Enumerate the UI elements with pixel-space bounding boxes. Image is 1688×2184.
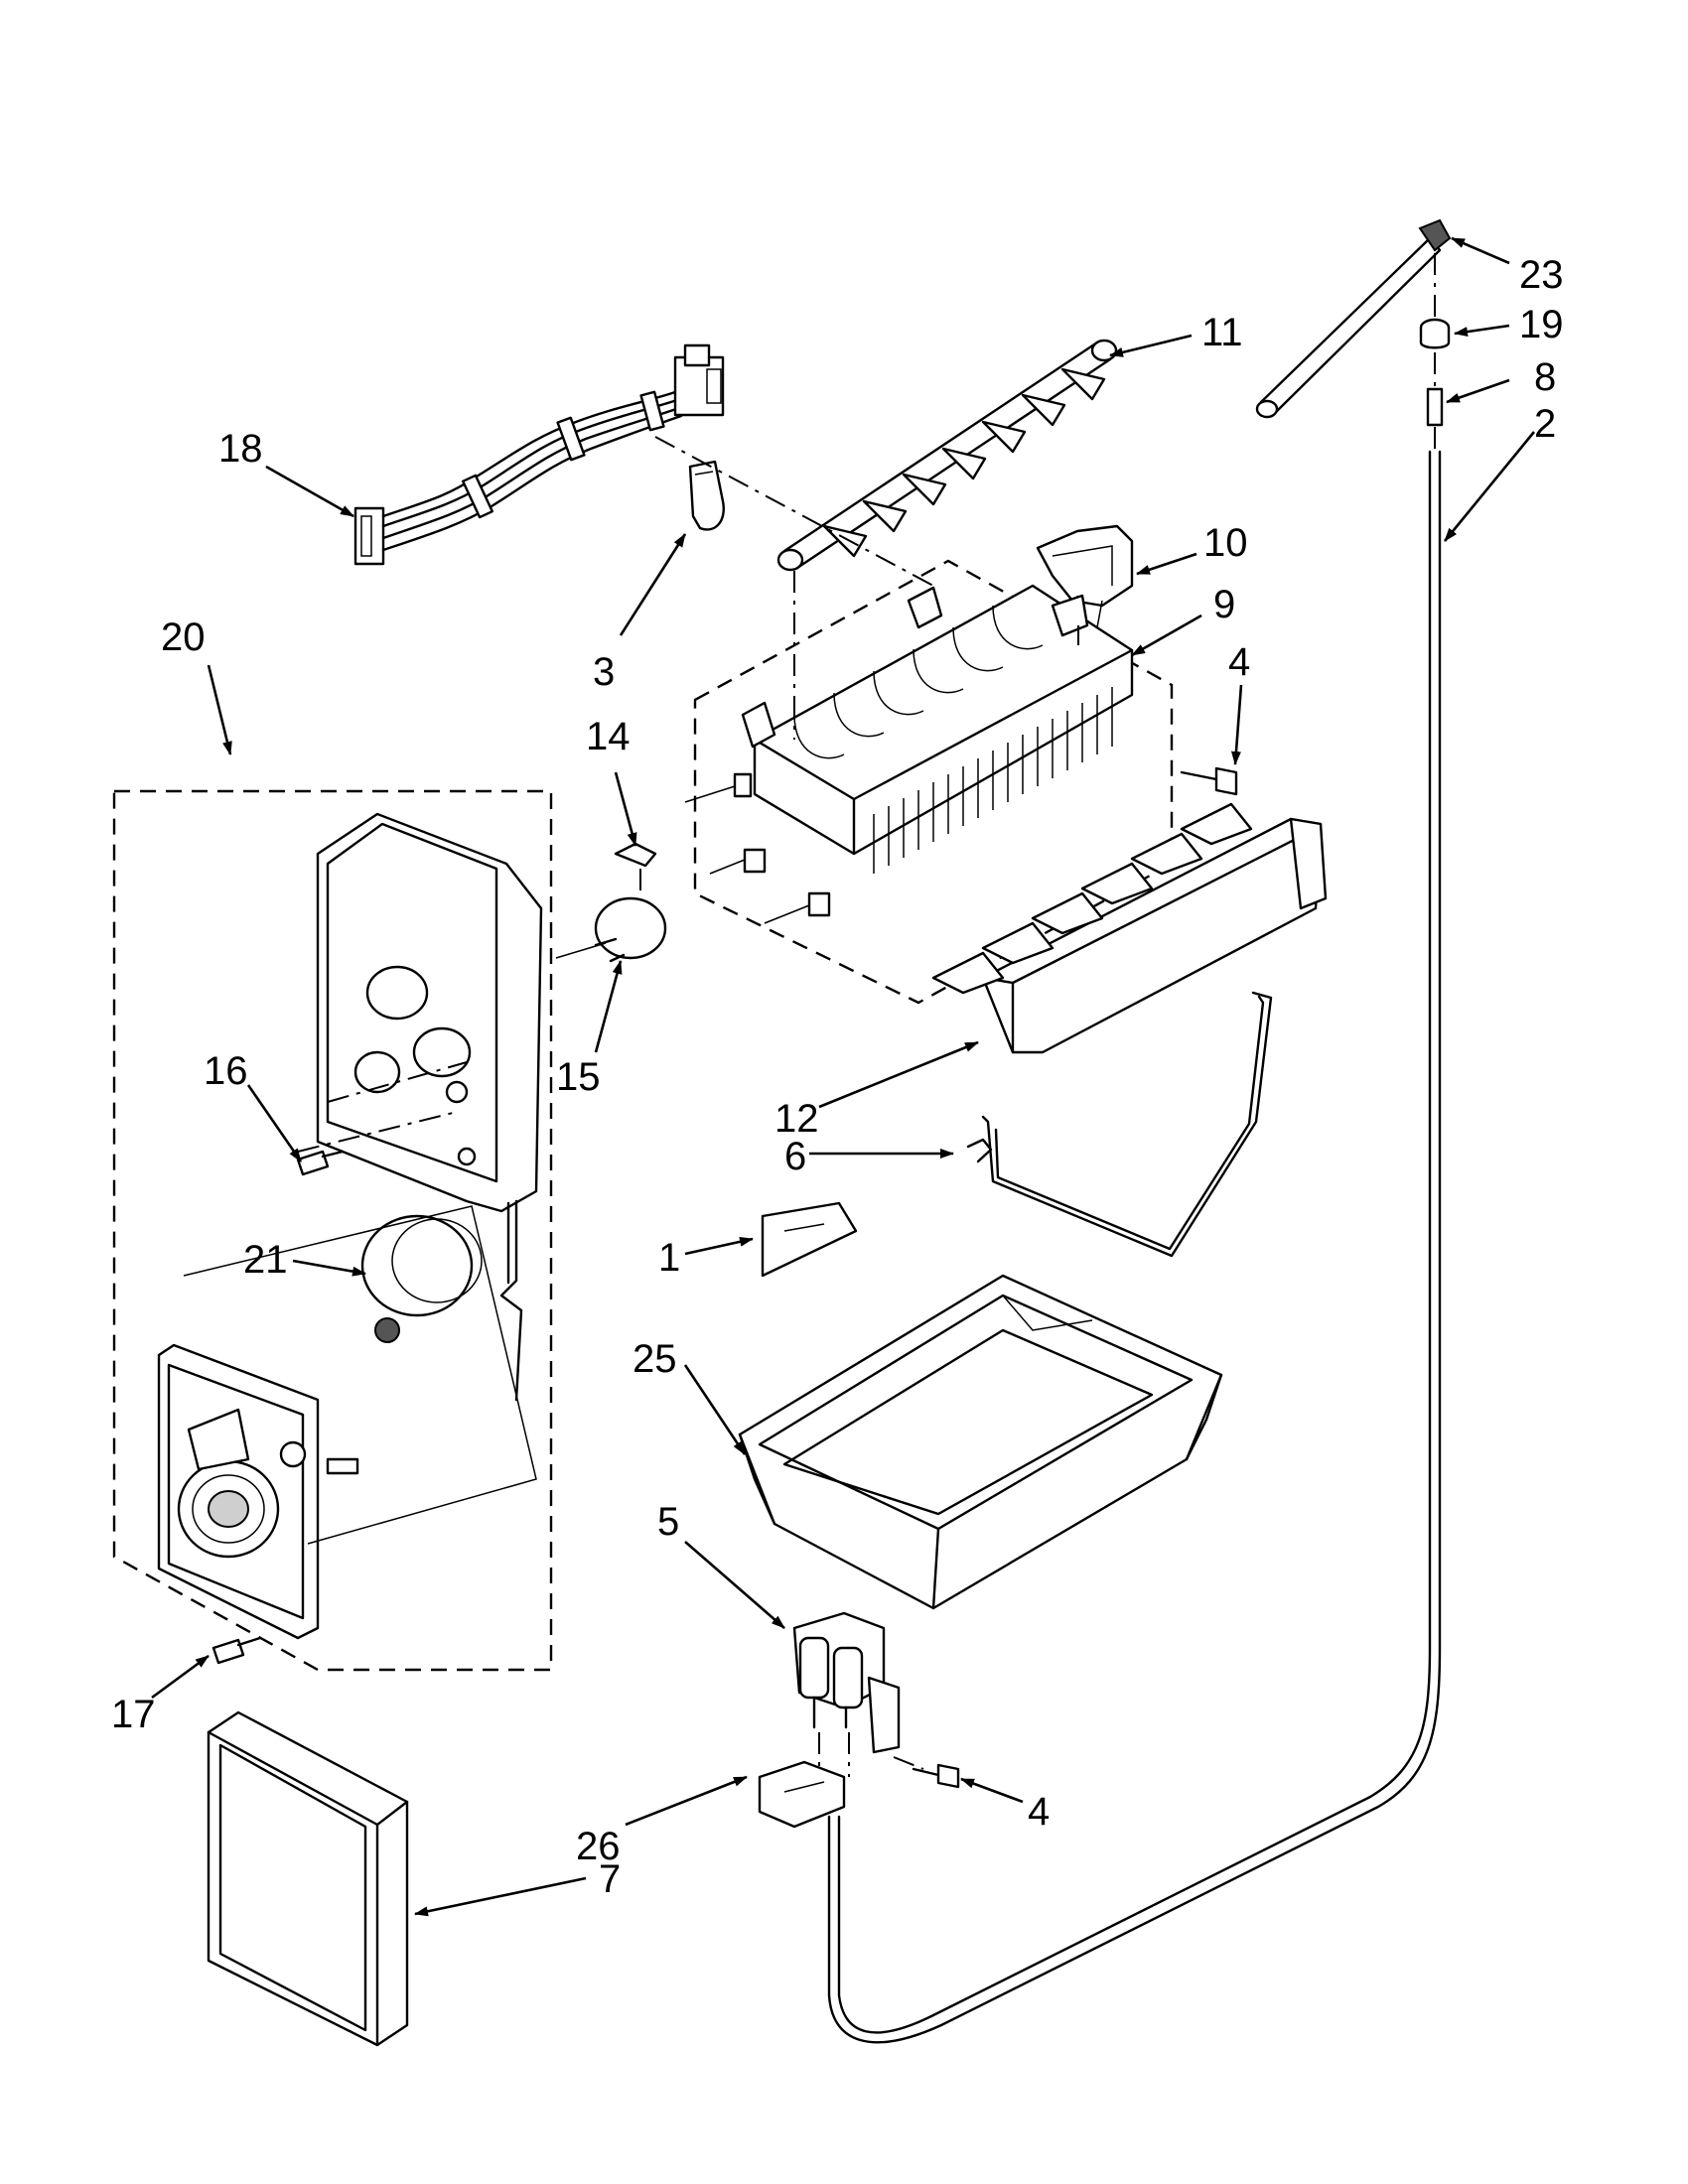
callout-21: 21	[243, 1238, 288, 1282]
callout-4-upper: 4	[1228, 640, 1250, 684]
callout-14: 14	[586, 715, 631, 758]
callout-6: 6	[784, 1135, 806, 1178]
water-valve-part	[792, 1611, 901, 1754]
bracket-part	[761, 1201, 858, 1278]
ejector-shaft-part	[776, 339, 1118, 572]
cover-panel-part	[207, 1710, 409, 2047]
callout-19: 19	[1519, 303, 1564, 346]
ice-stripper-part	[931, 802, 1328, 1054]
callout-20: 20	[161, 615, 206, 659]
wire-harness-part	[353, 343, 725, 566]
ice-bucket-part	[738, 1274, 1223, 1610]
callout-11: 11	[1201, 311, 1243, 354]
callout-1: 1	[658, 1236, 680, 1280]
callout-23: 23	[1519, 253, 1564, 297]
screw-part-upper	[1180, 766, 1238, 796]
callout-15: 15	[556, 1055, 601, 1099]
control-assembly	[112, 789, 667, 1672]
screw-part-16	[296, 1150, 345, 1176]
tube-insert-part	[1426, 387, 1444, 427]
screw-part-17	[211, 1636, 262, 1665]
callout-9: 9	[1213, 583, 1235, 626]
callout-2: 2	[1534, 402, 1556, 446]
grommet-part	[1419, 318, 1451, 349]
valve-bracket-part	[758, 1760, 846, 1829]
callout-arrows	[151, 236, 1536, 1917]
retainer-clip-part	[688, 460, 725, 531]
callout-17: 17	[111, 1693, 156, 1736]
callout-8: 8	[1534, 355, 1556, 399]
callout-4-lower: 4	[1028, 1790, 1050, 1834]
fill-tube-part	[1255, 218, 1452, 419]
callout-7: 7	[599, 1857, 621, 1901]
shutoff-arm-part	[966, 991, 1273, 1258]
callout-25: 25	[633, 1337, 677, 1381]
callout-18: 18	[218, 427, 263, 471]
callout-5: 5	[657, 1500, 679, 1544]
callout-10: 10	[1203, 521, 1248, 565]
callout-labels: 18 3 11 10 9 4 14 20 15 16 12 6 1 21 25 …	[111, 253, 1564, 1901]
callout-12: 12	[774, 1097, 819, 1141]
screw-part-lower	[912, 1763, 960, 1789]
water-tube-part	[827, 450, 1442, 2044]
callout-26: 26	[576, 1825, 621, 1868]
callout-3: 3	[593, 650, 615, 694]
callout-16: 16	[204, 1049, 248, 1093]
